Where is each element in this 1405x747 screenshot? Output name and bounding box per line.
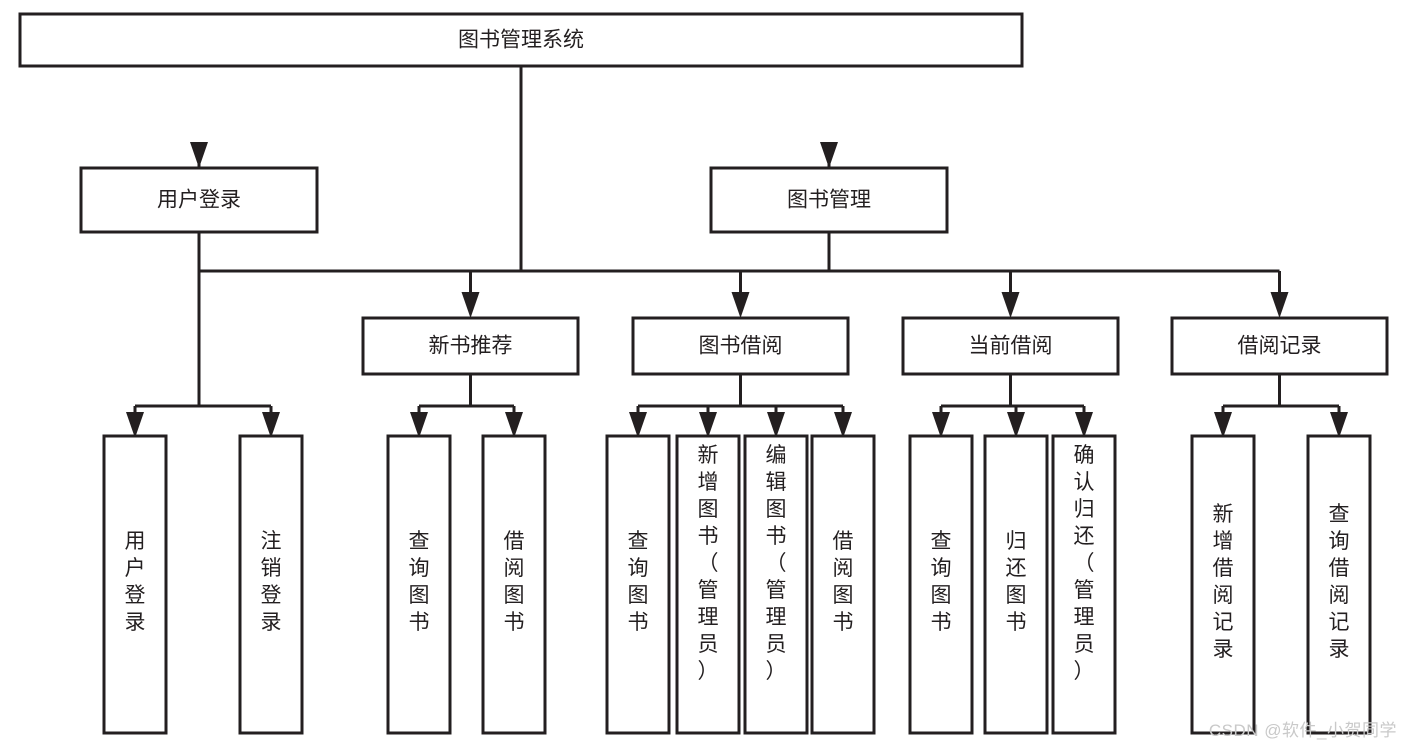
arrow-to-leaf-confirm-return <box>1075 412 1093 438</box>
arrow-to-leaf-query-book-3 <box>932 412 950 438</box>
node-borrow-record-box[interactable] <box>1170 316 1389 376</box>
arrow-to-leaf-edit-book <box>767 412 785 438</box>
node-borrow-record-label: 借阅记录 <box>1238 335 1322 358</box>
node-leaf-add-book-label: 新增图书（管理员） <box>698 444 719 683</box>
node-leaf-query-book-2-box[interactable] <box>605 434 671 735</box>
node-book-management[interactable]: 图书管理 <box>709 166 949 234</box>
node-current-borrow-box[interactable] <box>901 316 1120 376</box>
arrow-to-leaf-query-book-1 <box>410 412 428 438</box>
node-leaf-query-book-2[interactable]: 查询图书 <box>605 434 671 735</box>
node-leaf-logout[interactable]: 注销登录 <box>238 434 304 735</box>
node-leaf-confirm-return-box[interactable] <box>1051 434 1117 735</box>
node-new-book-recommend-label: 新书推荐 <box>429 335 513 358</box>
node-leaf-query-record-label: 查询借阅记录 <box>1329 503 1350 661</box>
arrow-to-leaf-borrow-book-2 <box>834 412 852 438</box>
node-book-management-label: 图书管理 <box>787 189 871 212</box>
node-book-borrow[interactable]: 图书借阅 <box>631 316 850 376</box>
node-leaf-borrow-book-1-box[interactable] <box>481 434 547 735</box>
node-leaf-edit-book-box[interactable] <box>743 434 809 735</box>
node-leaf-borrow-book-2[interactable]: 借阅图书 <box>810 434 876 735</box>
arrow-to-leaf-add-book <box>699 412 717 438</box>
node-root-label: 图书管理系统 <box>458 29 584 52</box>
node-current-borrow[interactable]: 当前借阅 <box>901 316 1120 376</box>
node-book-management-box[interactable] <box>709 166 949 234</box>
node-leaf-return-book-box[interactable] <box>983 434 1049 735</box>
node-leaf-borrow-book-2-box[interactable] <box>810 434 876 735</box>
arrow-to-book-borrow <box>731 292 750 318</box>
node-leaf-edit-book[interactable]: 编辑图书（管理员） <box>743 434 809 735</box>
arrow-to-leaf-logout <box>262 412 280 438</box>
node-leaf-add-record[interactable]: 新增借阅记录 <box>1190 434 1256 735</box>
node-leaf-query-book-2-label: 查询图书 <box>628 530 649 634</box>
node-leaf-return-book-label: 归还图书 <box>1006 530 1027 634</box>
node-new-book-recommend-box[interactable] <box>361 316 580 376</box>
node-leaf-query-book-3-box[interactable] <box>908 434 974 735</box>
arrow-to-leaf-query-book-2 <box>629 412 647 438</box>
node-book-borrow-label: 图书借阅 <box>699 335 783 358</box>
node-leaf-query-book-1[interactable]: 查询图书 <box>386 434 452 735</box>
node-leaf-borrow-book-1[interactable]: 借阅图书 <box>481 434 547 735</box>
node-user-login[interactable]: 用户登录 <box>79 166 319 234</box>
node-leaf-query-book-1-label: 查询图书 <box>409 530 430 634</box>
node-layer: 图书管理系统用户登录图书管理新书推荐图书借阅当前借阅借阅记录用户登录注销登录查询… <box>18 12 1389 735</box>
node-leaf-user-login[interactable]: 用户登录 <box>102 434 168 735</box>
node-leaf-logout-box[interactable] <box>238 434 304 735</box>
node-leaf-borrow-book-2-label: 借阅图书 <box>833 530 854 634</box>
arrow-to-user-login <box>190 142 208 168</box>
arrow-to-leaf-return-book <box>1007 412 1025 438</box>
node-leaf-query-record-box[interactable] <box>1306 434 1372 735</box>
node-leaf-add-book-box[interactable] <box>675 434 741 735</box>
node-user-login-label: 用户登录 <box>157 189 241 212</box>
node-leaf-query-record[interactable]: 查询借阅记录 <box>1306 434 1372 735</box>
arrow-to-leaf-user-login <box>126 412 144 438</box>
connector-layer <box>126 66 1348 438</box>
node-leaf-query-book-3-label: 查询图书 <box>931 530 952 634</box>
node-leaf-borrow-book-1-label: 借阅图书 <box>504 530 525 634</box>
node-borrow-record[interactable]: 借阅记录 <box>1170 316 1389 376</box>
node-new-book-recommend[interactable]: 新书推荐 <box>361 316 580 376</box>
arrow-to-new-book-recommend <box>461 292 480 318</box>
node-leaf-user-login-label: 用户登录 <box>125 530 146 634</box>
node-root[interactable]: 图书管理系统 <box>18 12 1024 68</box>
arrow-to-book-management <box>820 142 838 168</box>
node-leaf-add-record-box[interactable] <box>1190 434 1256 735</box>
node-leaf-return-book[interactable]: 归还图书 <box>983 434 1049 735</box>
node-leaf-query-book-3[interactable]: 查询图书 <box>908 434 974 735</box>
node-user-login-box[interactable] <box>79 166 319 234</box>
node-current-borrow-label: 当前借阅 <box>969 335 1053 358</box>
node-leaf-edit-book-label: 编辑图书（管理员） <box>766 444 787 683</box>
node-leaf-add-book[interactable]: 新增图书（管理员） <box>675 434 741 735</box>
node-leaf-logout-label: 注销登录 <box>261 530 282 634</box>
node-leaf-confirm-return-label: 确认归还（管理员） <box>1074 444 1095 683</box>
node-root-box[interactable] <box>18 12 1024 68</box>
node-leaf-user-login-box[interactable] <box>102 434 168 735</box>
arrow-to-borrow-record <box>1270 292 1289 318</box>
arrow-to-leaf-borrow-book-1 <box>505 412 523 438</box>
arrow-to-current-borrow <box>1001 292 1020 318</box>
node-book-borrow-box[interactable] <box>631 316 850 376</box>
arrow-to-leaf-add-record <box>1214 412 1232 438</box>
node-leaf-add-record-label: 新增借阅记录 <box>1213 503 1234 661</box>
node-leaf-query-book-1-box[interactable] <box>386 434 452 735</box>
arrow-to-leaf-query-record <box>1330 412 1348 438</box>
node-leaf-confirm-return[interactable]: 确认归还（管理员） <box>1051 434 1117 735</box>
csdn-watermark: CSDN @软件_小贺同学 <box>1208 721 1397 740</box>
